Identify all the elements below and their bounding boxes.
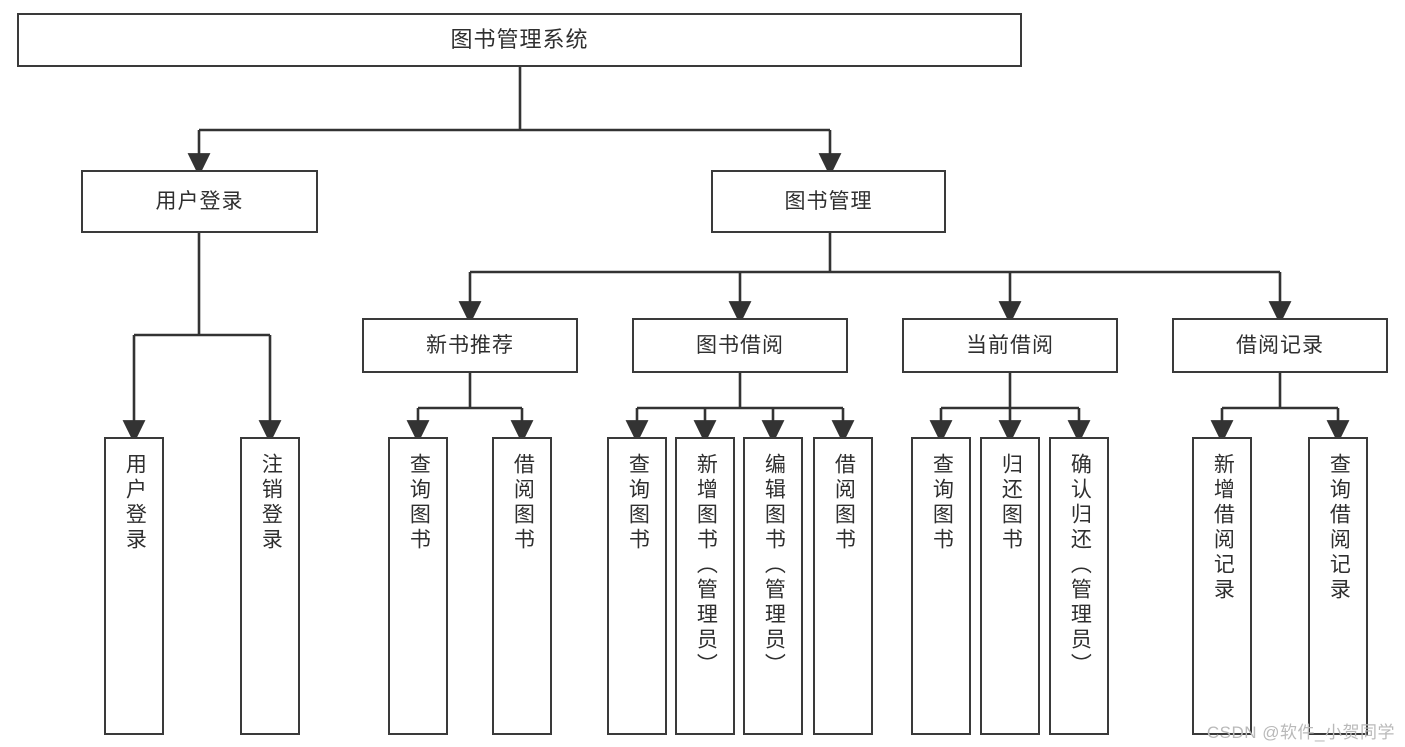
node-label: 借阅记录 <box>1236 334 1324 357</box>
leaf-return-book[interactable]: 归还图书 <box>980 437 1040 735</box>
node-label: 查询图书 <box>407 453 431 553</box>
node-label: 借阅图书 <box>832 453 856 553</box>
node-label: 当前借阅 <box>966 334 1054 357</box>
leaf-add-borrow-record[interactable]: 新增借阅记录 <box>1192 437 1252 735</box>
node-label: 编辑图书（管理员） <box>762 453 786 678</box>
node-label: 查询借阅记录 <box>1327 453 1351 603</box>
node-book-management[interactable]: 图书管理 <box>711 170 946 233</box>
leaf-query-borrow-record[interactable]: 查询借阅记录 <box>1308 437 1368 735</box>
node-root-system[interactable]: 图书管理系统 <box>17 13 1022 67</box>
node-label: 查询图书 <box>930 453 954 553</box>
node-current-borrow[interactable]: 当前借阅 <box>902 318 1118 373</box>
leaf-borrow-book[interactable]: 借阅图书 <box>813 437 873 735</box>
leaf-confirm-return-admin[interactable]: 确认归还（管理员） <box>1049 437 1109 735</box>
node-label: 图书借阅 <box>696 334 784 357</box>
leaf-user-login[interactable]: 用户登录 <box>104 437 164 735</box>
node-book-borrow[interactable]: 图书借阅 <box>632 318 848 373</box>
node-label: 注销登录 <box>259 453 283 553</box>
node-label: 新增借阅记录 <box>1211 453 1235 603</box>
leaf-query-book-current[interactable]: 查询图书 <box>911 437 971 735</box>
leaf-query-book-recommend[interactable]: 查询图书 <box>388 437 448 735</box>
node-new-book-recommend[interactable]: 新书推荐 <box>362 318 578 373</box>
node-borrow-records[interactable]: 借阅记录 <box>1172 318 1388 373</box>
leaf-add-book-admin[interactable]: 新增图书（管理员） <box>675 437 735 735</box>
node-label: 确认归还（管理员） <box>1068 453 1092 678</box>
csdn-watermark: CSDN @软件_小贺同学 <box>1206 723 1395 742</box>
node-label: 借阅图书 <box>511 453 535 553</box>
node-label: 图书管理系统 <box>450 27 589 52</box>
node-label: 归还图书 <box>999 453 1023 553</box>
leaf-edit-book-admin[interactable]: 编辑图书（管理员） <box>743 437 803 735</box>
node-user-login[interactable]: 用户登录 <box>81 170 318 233</box>
node-label: 新增图书（管理员） <box>694 453 718 678</box>
leaf-query-book-borrow[interactable]: 查询图书 <box>607 437 667 735</box>
node-label: 用户登录 <box>155 190 244 213</box>
node-label: 查询图书 <box>626 453 650 553</box>
leaf-borrow-book-recommend[interactable]: 借阅图书 <box>492 437 552 735</box>
node-label: 新书推荐 <box>426 334 514 357</box>
leaf-logout[interactable]: 注销登录 <box>240 437 300 735</box>
node-label: 用户登录 <box>123 453 147 553</box>
node-label: 图书管理 <box>784 190 873 213</box>
